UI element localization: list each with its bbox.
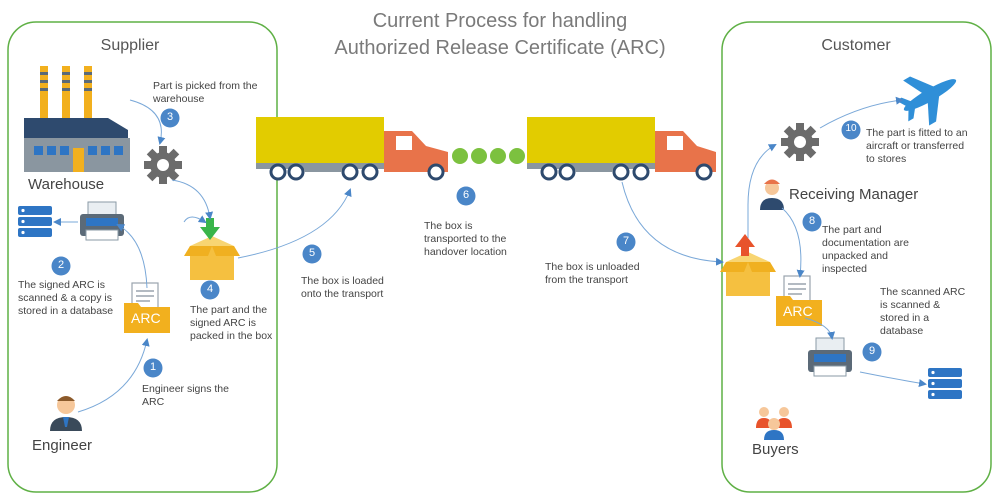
truck-left-icon [256,117,448,181]
step-num-8: 8 [808,215,816,227]
step-text-4: The part and the signed ARC is packed in… [190,304,273,342]
step-badge-5 [302,244,322,264]
step-badge-4 [200,280,220,300]
step-text-8: The part and documentation are unpacked … [822,224,909,275]
step-text-10: The part is fitted to an aircraft or tra… [866,127,968,165]
step-num-10: 10 [845,123,857,134]
airplane-icon [896,76,957,126]
step-text-6: The box is transported to the handover l… [424,220,507,258]
step-badges [51,108,882,378]
step-num-5: 5 [308,247,316,259]
step-num-2: 2 [57,259,65,271]
transport-dots [452,148,525,164]
engineer-label: Engineer [32,437,93,454]
engineer-icon [50,396,82,431]
step-text-3: Part is picked from the warehouse [153,80,258,105]
step-text-9: The scanned ARC is scanned & stored in a… [880,286,966,337]
step-badge-9 [862,342,882,362]
step-badge-10 [841,120,861,140]
step-num-4: 4 [206,283,214,295]
diagram-title-line1: Current Process for handling [372,10,628,32]
flow-arrows [53,96,927,413]
step-badge-6 [456,186,476,206]
supplier-arc-text: ARC [131,310,161,326]
supplier-printer-icon [79,201,125,241]
step-badge-7 [616,232,636,252]
step-num-1: 1 [149,361,157,373]
supplier-database-icon [18,206,52,237]
step-num-9: 9 [868,345,876,357]
buyers-label: Buyers [752,441,799,458]
diagram-title-line2: Authorized Release Certificate (ARC) [334,37,666,59]
receiving-manager-icon [760,179,784,210]
customer-printer-icon [807,337,853,377]
truck-right-icon [527,117,716,181]
step-num-3: 3 [166,111,174,123]
supplier-box-icon [184,236,240,280]
customer-arc-text: ARC [783,303,813,319]
step-badge-3 [160,108,180,128]
step-text-1: Engineer signs the ARC [142,383,229,408]
step-text-2: The signed ARC is scanned & a copy is st… [18,279,114,317]
customer-box-icon [720,252,776,296]
step-badge-2 [51,256,71,276]
customer-database-icon [928,368,962,399]
buyers-icon [756,407,792,440]
step-num-6: 6 [462,189,470,201]
customer-label: Customer [821,37,891,54]
warehouse-label: Warehouse [28,176,105,193]
warehouse-icon [24,66,130,172]
unpack-arrow-icon [735,234,755,256]
step-text-5: The box is loaded onto the transport [301,275,384,300]
supplier-panel [7,21,278,493]
supplier-label: Supplier [100,37,160,54]
step-text-7: The box is unloaded from the transport [545,261,640,286]
step-badge-1 [143,358,163,378]
supplier-gear-icon [144,146,182,184]
step-num-7: 7 [622,235,630,247]
customer-panel [721,21,992,493]
customer-gear-icon [781,123,819,161]
receiving-manager-label: Receiving Manager [789,186,919,203]
step-badge-8 [802,212,822,232]
pack-arrow-icon [200,218,220,240]
